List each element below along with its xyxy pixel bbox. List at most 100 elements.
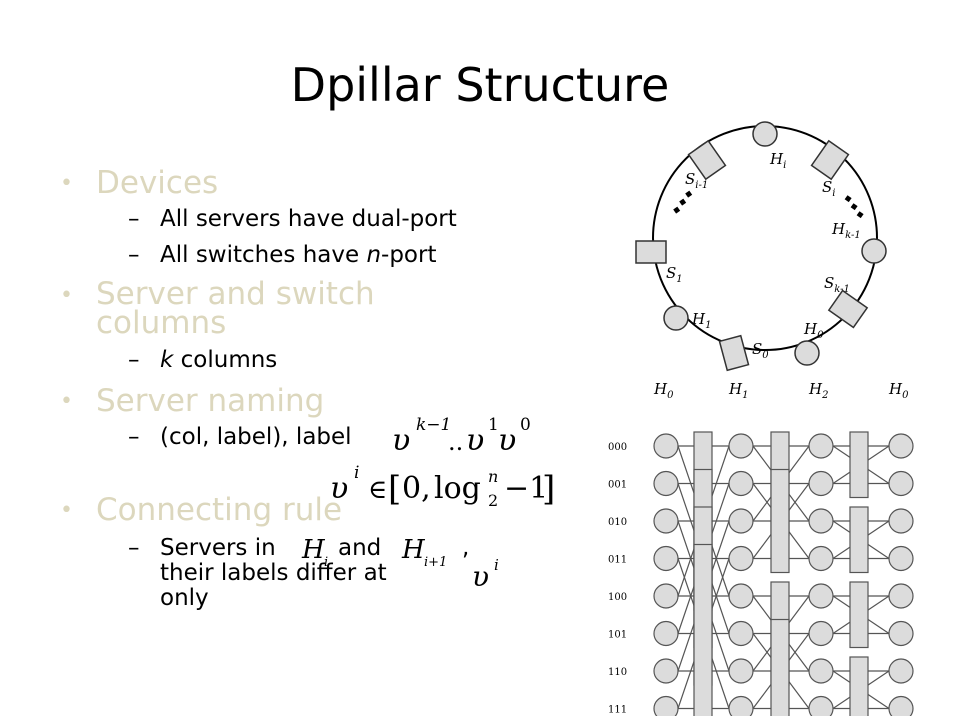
grid-server: [728, 583, 754, 609]
grid-server: [653, 470, 679, 497]
sub-bullet-cont: their labels differ at: [160, 560, 387, 586]
svg-text:i: i: [354, 463, 359, 483]
ring-diagram: Hi Si-1 Si Hk-1 S1 Sk-1 H1 H0 S0: [635, 121, 887, 372]
grid-server: [653, 620, 679, 647]
grid-row-label: 110: [608, 667, 627, 678]
grid-server: [653, 583, 679, 609]
math-v-i: υ i: [472, 556, 499, 593]
grid-row-label: 001: [608, 480, 627, 491]
grid-server: [888, 508, 914, 534]
math-h-i1: H i+1: [401, 535, 447, 570]
grid-switch: [849, 656, 869, 716]
grid-server: [808, 658, 834, 684]
grid-col-label: H0: [888, 380, 909, 401]
grid-server: [728, 620, 754, 647]
grid-row-label: 100: [608, 592, 627, 603]
svg-text:S0: S0: [752, 340, 769, 361]
grid-server: [808, 433, 834, 459]
grid-col-label: H2: [808, 380, 828, 401]
server-h-k1: [861, 238, 887, 264]
grid-row-label: 000: [608, 442, 627, 453]
range-expression: υ i ∈ [ 0, log n 2 −1 ]: [330, 463, 555, 508]
grid-server: [653, 433, 679, 459]
grid-row-label: 011: [608, 555, 627, 566]
grid-switch: [849, 431, 869, 499]
grid-switch: [770, 468, 790, 574]
connect-comma: ,: [462, 535, 470, 561]
grid-server: [728, 545, 754, 572]
svg-text:υ: υ: [466, 423, 484, 458]
svg-text:1: 1: [488, 415, 499, 435]
grid-server: [653, 508, 679, 534]
grid-server: [808, 695, 834, 716]
grid-server: [808, 508, 834, 534]
svg-text:H: H: [301, 535, 326, 565]
svg-text:log: log: [434, 471, 481, 506]
grid-switches: [693, 431, 869, 716]
sub-bullet-cont: only: [160, 585, 209, 611]
svg-text:υ: υ: [330, 471, 348, 506]
grid-server: [808, 470, 834, 497]
svg-text:H1: H1: [691, 310, 711, 331]
grid-server: [653, 545, 679, 572]
svg-text:υ: υ: [472, 560, 489, 593]
svg-text:H0: H0: [803, 320, 824, 341]
grid-switch: [770, 618, 790, 716]
grid-server: [888, 658, 914, 684]
switch-s-i1: [687, 139, 727, 181]
svg-text:i: i: [324, 555, 328, 570]
svg-text:0: 0: [520, 415, 531, 435]
grid-server: [888, 583, 914, 609]
svg-text:0,: 0,: [402, 471, 431, 506]
svg-text:n: n: [488, 467, 498, 486]
grid-row-label: 111: [608, 705, 627, 716]
svg-text:i+1: i+1: [424, 555, 447, 570]
grid-col-label: H1: [728, 380, 748, 401]
grid-col-label: H0: [653, 380, 674, 401]
server-h-0: [794, 340, 820, 366]
math-h-i: H i: [301, 535, 328, 570]
grid-server: [888, 433, 914, 459]
svg-text:−1: −1: [504, 471, 548, 506]
connect-and: and: [338, 535, 382, 561]
grid-row-label: 010: [608, 517, 627, 528]
label-expression: υ k−1 .. υ 1 υ 0: [392, 415, 531, 458]
ellipsis-right: [844, 195, 864, 219]
switch-s-k1: [827, 289, 869, 329]
grid-server: [728, 433, 754, 459]
grid-server: [808, 545, 834, 572]
svg-text:Si: Si: [822, 178, 835, 199]
grid-server: [888, 695, 914, 716]
switch-s-i: [810, 139, 850, 181]
svg-text:υ: υ: [498, 423, 516, 458]
grid-row-label: 101: [608, 630, 627, 641]
grid-server: [888, 470, 914, 497]
bullet-label: Devices: [96, 165, 219, 201]
server-h-i: [752, 121, 778, 147]
svg-text:Sk-1: Sk-1: [824, 274, 850, 295]
grid-switch: [693, 543, 713, 716]
grid-server: [728, 470, 754, 497]
grid-server: [728, 508, 754, 534]
grid-server: [808, 620, 834, 647]
grid-diagram: 000 001 010 011 100 101 110 111 H0 H1 H2 H0: [608, 380, 914, 716]
grid-server: [888, 545, 914, 572]
ellipsis-left: [673, 190, 693, 214]
svg-text:..: ..: [448, 428, 463, 456]
svg-text:Hk-1: Hk-1: [831, 220, 861, 241]
grid-server: [808, 583, 834, 609]
svg-text:H: H: [401, 535, 426, 565]
bullet-dot: •: [60, 171, 73, 196]
svg-text:k−1: k−1: [416, 415, 451, 435]
grid-server: [888, 620, 914, 647]
switch-s-0: [718, 334, 750, 372]
svg-text:S1: S1: [666, 264, 683, 285]
switch-s-1: [635, 240, 667, 264]
grid-switch: [849, 506, 869, 574]
server-h-1: [663, 305, 689, 331]
grid-server: [653, 695, 679, 716]
grid-servers: [653, 433, 914, 716]
svg-text:[: [: [388, 469, 401, 508]
grid-server: [728, 695, 754, 716]
svg-text:]: ]: [542, 469, 555, 508]
